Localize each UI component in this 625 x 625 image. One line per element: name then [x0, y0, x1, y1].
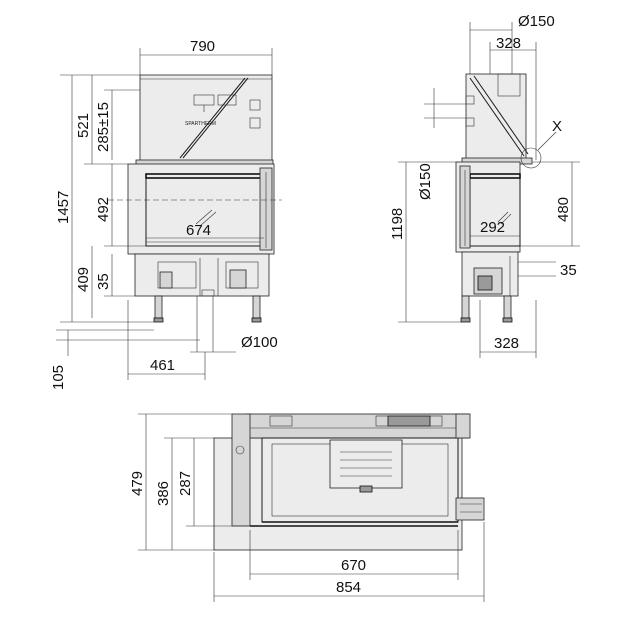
dim-plan-depth-mid: 386: [155, 481, 172, 506]
front-view: SPARTHERM: [50, 38, 282, 390]
dim-front-flue-center: 461: [150, 357, 175, 374]
dim-side-depth-bottom: 328: [494, 335, 519, 352]
dim-side-flue-diameter-side: Ø150: [417, 163, 434, 200]
dim-front-height-lower: 409: [75, 267, 92, 292]
dim-side-small-offset: 35: [560, 262, 577, 279]
dim-front-height-total: 1457: [55, 191, 72, 224]
dim-plan-width-total: 854: [336, 579, 361, 596]
dim-side-flue-diameter-top: Ø150: [518, 13, 555, 30]
dim-front-flue-diameter: Ø100: [241, 334, 278, 351]
front-leg-left: [154, 295, 163, 319]
plan-view: 479 386 287 670 854: [129, 413, 485, 602]
dim-side-glass-height: 480: [555, 197, 572, 222]
dim-plan-depth-total: 479: [129, 471, 146, 496]
dim-side-depth-top: 328: [496, 35, 521, 52]
dim-plan-depth-inner: 287: [177, 471, 194, 496]
dim-front-height-adjust: 285±15: [95, 102, 112, 152]
dim-front-offset-bottom: 105: [50, 365, 67, 390]
detail-circle-x: [520, 147, 542, 169]
side-view: X Ø150 328 Ø150 1198 480 292 35: [389, 13, 580, 358]
side-hood: [465, 73, 527, 161]
logo-text: SPARTHERM: [185, 121, 216, 127]
front-leg-right: [252, 295, 261, 319]
dim-side-glass-width: 292: [480, 219, 505, 236]
dim-plan-width-inner: 670: [341, 557, 366, 574]
front-hood: [139, 74, 273, 163]
dim-front-glass-height: 492: [95, 197, 112, 222]
dim-side-height-total: 1198: [389, 208, 406, 240]
dim-front-height-top: 521: [75, 113, 92, 138]
spartherm-logo: SPARTHERM: [185, 94, 237, 127]
front-body: [127, 163, 275, 255]
dim-front-glass-width: 674: [186, 222, 211, 239]
detail-label-x: X: [552, 118, 562, 135]
front-hood-strut: [179, 77, 246, 159]
dim-front-width-total: 790: [190, 38, 215, 55]
dim-front-height-small: 35: [95, 273, 112, 290]
side-hood-strut: [469, 77, 525, 157]
plan-grate: [329, 439, 403, 489]
front-base: [134, 253, 270, 297]
